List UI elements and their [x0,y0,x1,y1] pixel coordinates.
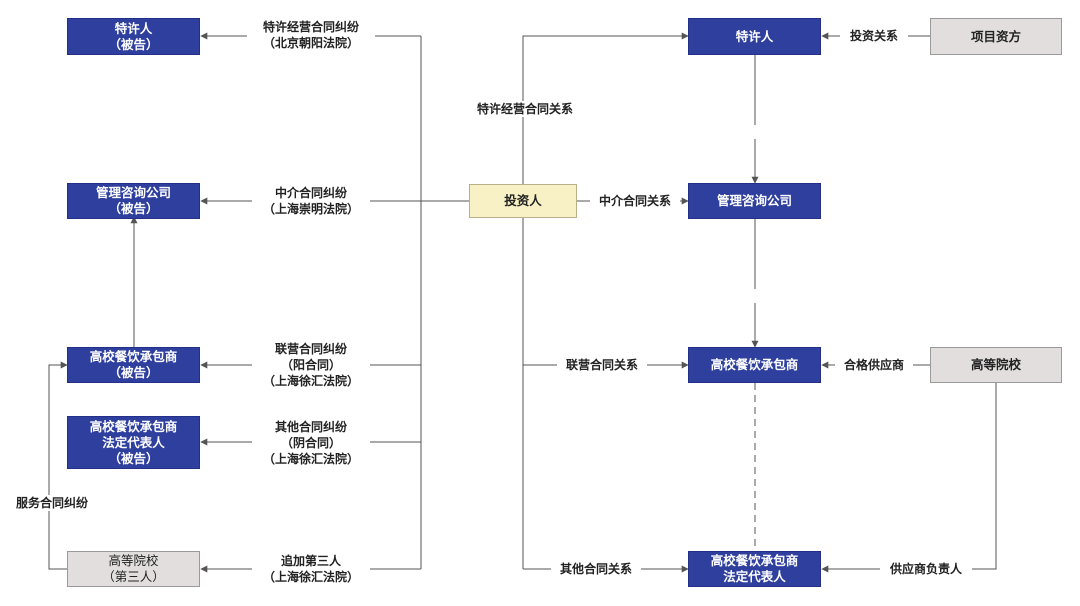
investor-box: 投资人 [469,184,577,218]
label-franchise-dispute: 特许经营合同纠纷 （北京朝阳法院） [247,19,375,51]
line-service-dispute [48,361,68,570]
label-joint-relation: 联营合同关系 [557,357,647,373]
university-third-party-box: 高等院校 （第三人） [67,551,200,587]
label-qualified-supplier: 合格供应商 [835,357,913,373]
franchisor-box: 特许人 [688,18,821,55]
label-agency-relation: 中介合同关系 [590,193,680,209]
caterer-defendant-box: 高校餐饮承包商 （被告） [67,347,200,383]
label-joint-dispute: 联营合同纠纷 （阳合同） （上海徐汇法院） [252,341,370,389]
label-other-relation: 其他合同关系 [551,561,641,577]
label-add-third-party: 追加第三人 （上海徐汇法院） [252,553,370,585]
caterer-rep-defendant-box: 高校餐饮承包商 法定代表人 （被告） [67,416,200,469]
caterer-box: 高校餐饮承包商 [688,347,821,383]
mgmt-defendant-box: 管理咨询公司 （被告） [67,183,200,219]
project-funder-box: 项目资方 [930,18,1062,55]
line-investor-collector [420,36,469,569]
university-box: 高等院校 [930,347,1062,383]
label-supplier-person: 供应商负责人 [880,561,972,577]
line-university-to-rep [821,383,997,573]
caterer-rep-box: 高校餐饮承包商 法定代表人 [688,551,821,587]
label-service-dispute: 服务合同纠纷 [8,495,96,511]
label-investment-relation: 投资关系 [840,28,908,44]
label-other-dispute: 其他合同纠纷 （阴合同） （上海徐汇法院） [252,419,370,467]
franchisor-defendant-box: 特许人 （被告） [67,18,200,55]
label-agency-dispute: 中介合同纠纷 （上海崇明法院） [252,185,370,217]
label-franchise-relation: 特许经营合同关系 [467,101,583,117]
line-investor-to-franchisor [522,32,689,184]
mgmt-company-box: 管理咨询公司 [688,183,821,219]
